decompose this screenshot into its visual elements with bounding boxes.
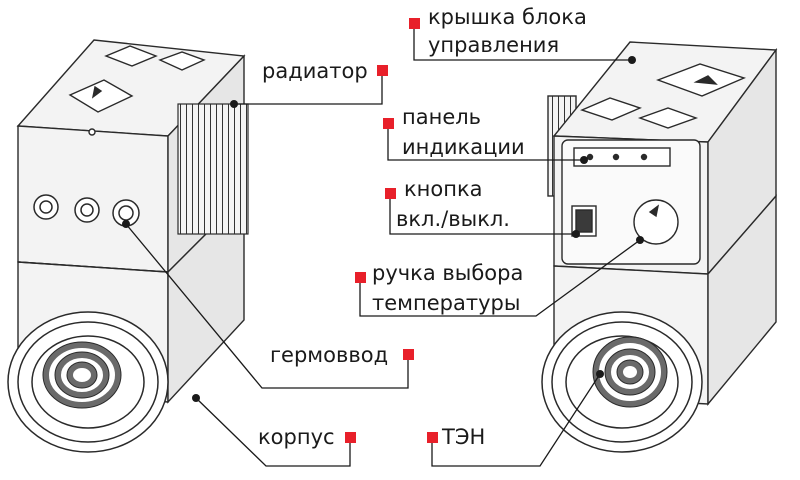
label-heater: ТЭН <box>442 425 486 449</box>
right-heating-element <box>593 337 667 407</box>
label-knob-line2: температуры <box>372 291 521 315</box>
marker-button <box>385 188 396 199</box>
indicator-strip <box>573 147 671 167</box>
warning-sticker <box>104 45 158 67</box>
marker-body <box>345 432 356 443</box>
label-cover-line1: крышка блока <box>428 5 587 29</box>
label-body: корпус <box>258 425 335 449</box>
marker-gland <box>403 349 414 360</box>
label-panel-line2: индикации <box>402 135 525 159</box>
left-heating-element <box>43 342 121 408</box>
marker-cover <box>409 18 420 29</box>
label-radiator: радиатор <box>262 59 368 83</box>
marker-heater <box>427 432 438 443</box>
label-knob-line1: ручка выбора <box>372 261 524 285</box>
label-button-line2: вкл./выкл. <box>396 207 510 231</box>
marker-panel <box>383 118 394 129</box>
right-heater-unit <box>547 41 778 406</box>
warning-sticker <box>68 79 134 113</box>
label-panel-line1: панель <box>402 105 482 129</box>
temperature-knob <box>633 199 679 245</box>
marker-radiator <box>377 65 388 76</box>
leader-lines <box>125 26 641 467</box>
label-gland: гермоввод <box>270 343 389 367</box>
radiator-fins <box>177 103 249 235</box>
label-cover-line2: управления <box>428 33 560 57</box>
right-housing-side <box>707 194 777 406</box>
label-button-line1: кнопка <box>404 177 483 201</box>
marker-knob <box>355 272 366 283</box>
leader-dots <box>122 56 644 402</box>
